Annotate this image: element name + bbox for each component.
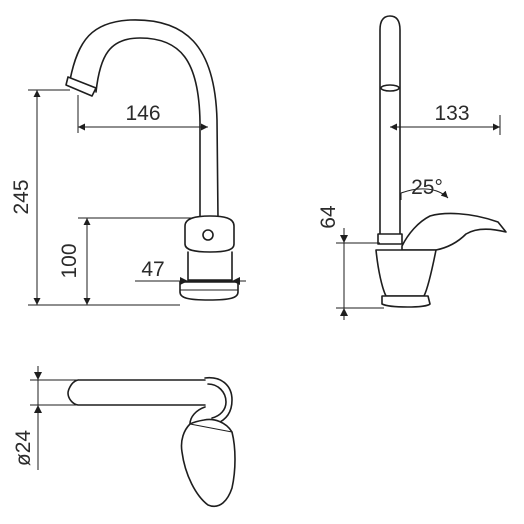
top-spout [67, 379, 206, 406]
dim-arc-25 [400, 188, 449, 199]
front-base [179, 281, 239, 301]
front-dimensions: 146 245 100 47 [10, 89, 246, 306]
side-connector [377, 233, 403, 245]
side-body [375, 249, 437, 297]
top-hub-outer [189, 376, 233, 425]
dim-label-47: 47 [141, 258, 164, 281]
side-spout-outlet [380, 84, 400, 92]
side-base [381, 295, 431, 308]
front-lever-cap [202, 229, 214, 241]
dim-label-100: 100 [58, 243, 81, 278]
dim-label-146: 146 [125, 102, 160, 125]
front-spout-tip [65, 76, 97, 97]
front-view [65, 19, 239, 301]
dim-label-245: 245 [10, 179, 33, 214]
top-lever [180, 418, 236, 507]
dim-label-64: 64 [317, 205, 340, 229]
front-body [187, 251, 233, 281]
dim-label-24: ø24 [12, 430, 35, 467]
top-dimensions: ø24 [12, 366, 78, 470]
side-lever [401, 212, 507, 251]
side-dimensions: 133 25° 64 [317, 102, 501, 320]
front-spout-outline [69, 19, 219, 219]
side-spout [379, 15, 401, 237]
dim-label-25: 25° [411, 176, 443, 199]
dim-label-133: 133 [434, 102, 469, 125]
top-view [67, 376, 236, 507]
top-hub-inner [207, 383, 227, 419]
side-view [375, 15, 507, 308]
